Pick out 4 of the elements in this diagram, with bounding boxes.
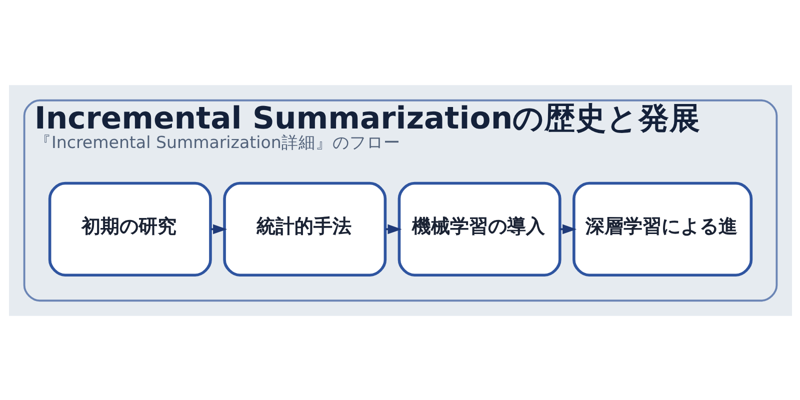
node-box: 機械学習の導入	[397, 181, 561, 276]
node-box: 深層学習による進	[572, 181, 752, 276]
node-box: 初期の研究	[48, 181, 212, 276]
node-box: 統計的手法	[222, 181, 386, 276]
